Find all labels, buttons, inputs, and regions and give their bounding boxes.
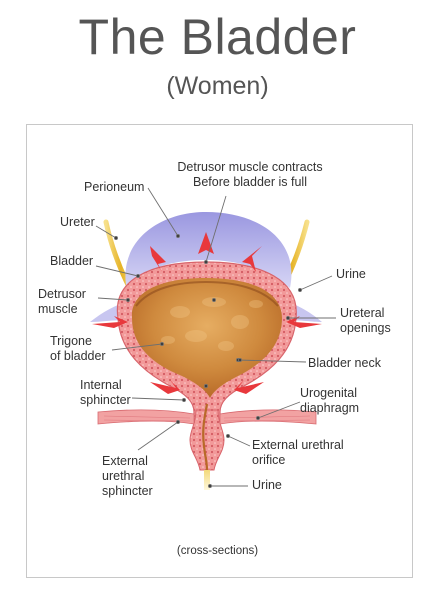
- label-external-sphincter-line1: External: [102, 454, 148, 468]
- urine-cavity: [131, 278, 282, 398]
- label-urine-bottom: Urine: [252, 478, 282, 492]
- diaphragm-fibers: [103, 415, 311, 422]
- label-external-sphincter-line3: sphincter: [102, 484, 153, 498]
- label-internal-sphincter-line1: Internal: [80, 378, 122, 392]
- label-external-orifice-line1: External urethral: [252, 438, 344, 452]
- page-subtitle: (Women): [166, 72, 269, 100]
- label-detrusor-contracts-line1: Detrusor muscle contracts: [177, 160, 323, 174]
- cavity-rim-highlight: [135, 280, 279, 307]
- label-internal-sphincter: Internal sphincter: [80, 378, 131, 408]
- label-urogenital-line2: diaphragm: [300, 401, 360, 415]
- label-bladder: Bladder: [50, 254, 94, 268]
- urine-texture: [161, 297, 263, 351]
- label-urogenital-diaphragm: Urogenital diaphragm: [300, 386, 359, 416]
- label-external-sphincter: External urethral sphincter: [102, 454, 153, 499]
- label-ureteral-openings: Ureteral openings: [340, 306, 391, 336]
- label-bladder-neck: Bladder neck: [308, 356, 381, 370]
- label-urine-top: Urine: [336, 267, 366, 281]
- label-ureter: Ureter: [60, 215, 95, 229]
- label-urogenital-line1: Urogenital: [300, 386, 357, 400]
- caption: (cross-sections): [176, 545, 259, 557]
- urethra: [189, 409, 225, 471]
- urethral-lumen: [202, 403, 209, 471]
- urine-stream: [204, 470, 210, 490]
- label-external-orifice-line2: orifice: [252, 453, 286, 467]
- label-trigone: Trigone of bladder: [50, 334, 106, 364]
- label-perioneum: Perioneum: [84, 180, 145, 194]
- label-internal-sphincter-line2: sphincter: [80, 393, 131, 407]
- label-trigone-line2: of bladder: [50, 349, 106, 363]
- label-detrusor-muscle-line1: Detrusor: [38, 287, 86, 301]
- page-title: The Bladder: [78, 9, 357, 65]
- label-detrusor-contracts: Detrusor muscle contracts Before bladder…: [168, 160, 332, 190]
- label-trigone-line1: Trigone: [50, 334, 92, 348]
- leader-lines: [95, 187, 336, 488]
- label-external-orifice: External urethral orifice: [252, 438, 344, 468]
- label-detrusor-muscle: Detrusor muscle: [38, 287, 86, 317]
- label-ureteral-openings-line2: openings: [340, 321, 391, 335]
- label-detrusor-contracts-line2: Before bladder is full: [193, 175, 307, 189]
- label-detrusor-muscle-line2: muscle: [38, 302, 78, 316]
- label-ureteral-openings-line1: Ureteral: [340, 306, 385, 320]
- label-external-sphincter-line2: urethral: [102, 469, 145, 483]
